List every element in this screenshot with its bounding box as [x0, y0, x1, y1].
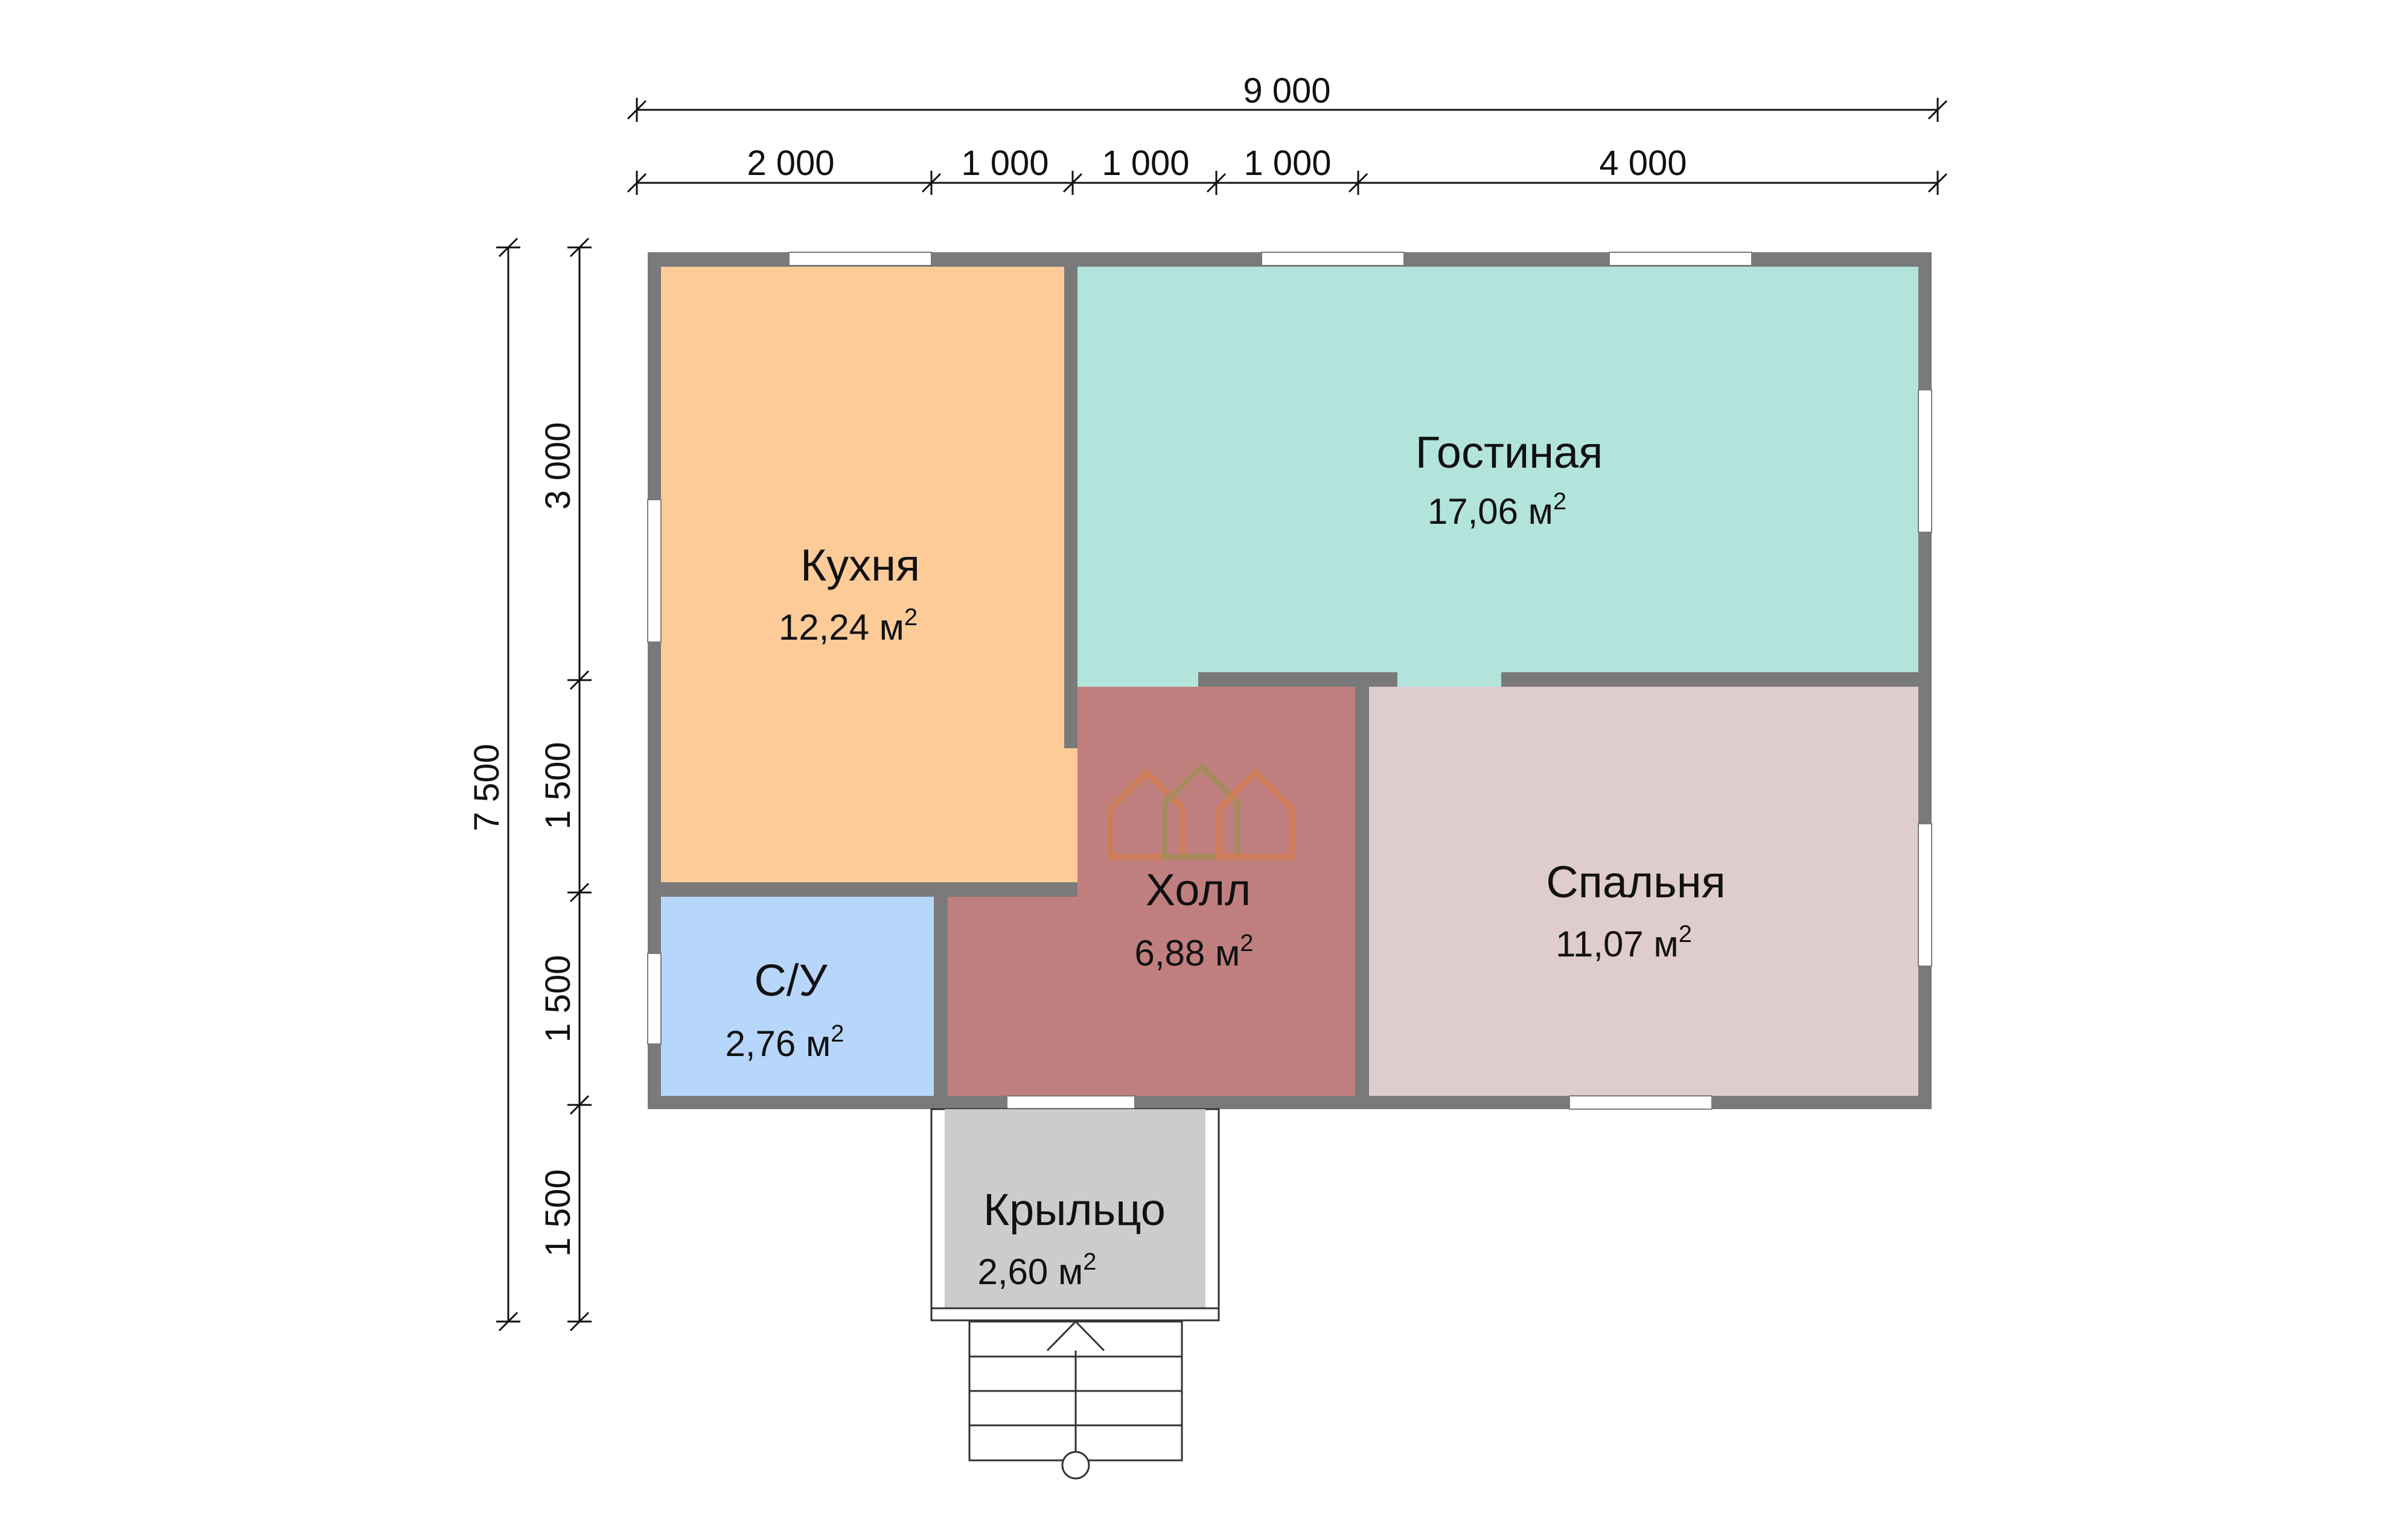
left-dimensions: 7 500 3 000 1 500 1 500 1 500 [467, 237, 592, 1332]
dim-left-seg-3: 1 500 [538, 955, 578, 1042]
window [1918, 823, 1932, 967]
room-living-name: Гостиная [1416, 427, 1603, 477]
room-bedroom-floor [1369, 687, 1918, 1096]
dim-top-seg-4: 1 000 [1243, 144, 1331, 183]
dim-top-seg-2: 1 000 [961, 144, 1049, 183]
dim-top-seg-3: 1 000 [1102, 144, 1189, 183]
room-kitchen-name: Кухня [800, 540, 920, 590]
porch-stairs [968, 1320, 1183, 1480]
doorway-living-hall [1077, 672, 1198, 687]
room-kitchen-area: 12,24 м2 [779, 604, 918, 648]
windows [647, 252, 1932, 1110]
room-labels: Кухня 12,24 м2 Гостиная 17,06 м2 Холл 6,… [726, 427, 1726, 1292]
room-bedroom-name: Спальня [1546, 857, 1725, 907]
dim-top-total: 9 000 [1243, 71, 1330, 110]
dim-left-seg-2: 1 500 [538, 742, 578, 829]
dim-top-seg-1: 2 000 [747, 144, 834, 183]
room-kitchen-floor-ext [1064, 748, 1077, 882]
room-hall-floor-ext [948, 897, 1077, 1096]
room-bedroom-area: 11,07 м2 [1556, 921, 1692, 964]
room-hall-name: Холл [1146, 865, 1251, 915]
room-porch-floor [945, 1109, 1205, 1308]
dim-left-seg-1: 3 000 [538, 422, 578, 509]
dim-left-total: 7 500 [467, 743, 506, 831]
room-living-area: 17,06 м2 [1428, 488, 1566, 532]
window [647, 953, 662, 1045]
room-porch-area: 2,60 м2 [978, 1249, 1097, 1292]
window [647, 499, 662, 643]
stairs-start-marker [1061, 1451, 1090, 1480]
top-dimensions: 9 000 2 000 1 000 1 000 1 000 4 000 [627, 71, 1948, 195]
window [1261, 252, 1405, 266]
window [1918, 389, 1932, 533]
dim-top-seg-5: 4 000 [1599, 144, 1687, 183]
dim-left-seg-4: 1 500 [538, 1169, 578, 1256]
entrance-door [1006, 1095, 1135, 1110]
window [788, 252, 932, 266]
room-bathroom-area: 2,76 м2 [726, 1020, 844, 1064]
window [1609, 252, 1752, 266]
room-kitchen-floor [661, 267, 1064, 882]
doorway-living-bedroom [1397, 672, 1501, 687]
room-porch-name: Крыльцо [983, 1185, 1166, 1235]
room-living-floor [1077, 267, 1918, 672]
watermark-logo [1108, 762, 1295, 860]
porch [930, 1108, 1220, 1322]
room-bathroom-name: С/У [754, 955, 828, 1005]
room-bathroom-floor [661, 897, 934, 1096]
room-hall-area: 6,88 м2 [1135, 930, 1254, 973]
window [1569, 1095, 1713, 1110]
room-hall-floor [1077, 687, 1355, 1096]
